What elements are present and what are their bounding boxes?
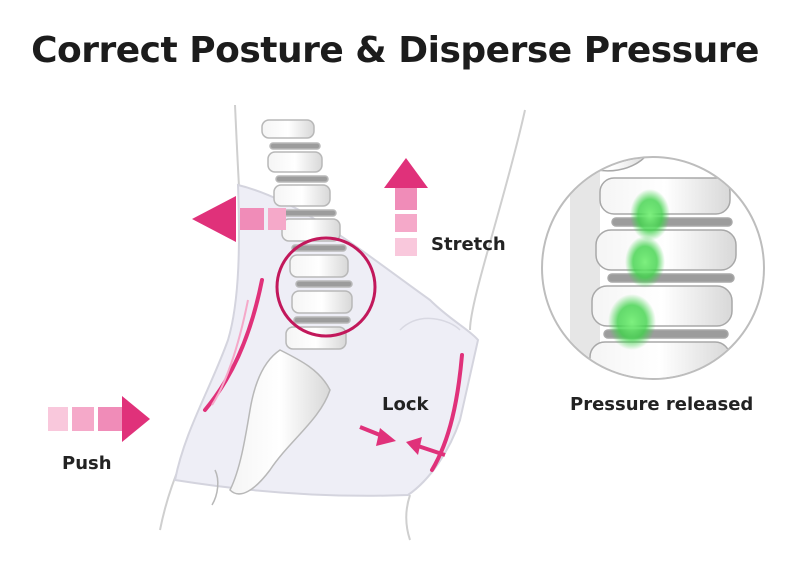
label-stretch: Stretch xyxy=(431,234,506,255)
relief-glow xyxy=(608,189,670,350)
arrow-push-icon xyxy=(48,396,150,442)
magnified-spine xyxy=(541,156,765,380)
brace-curve-right xyxy=(430,353,464,472)
lock-arrows-icon xyxy=(359,425,446,457)
label-push: Push xyxy=(62,453,112,474)
page-title: Correct Posture & Disperse Pressure xyxy=(31,30,759,71)
brace-curve-left xyxy=(203,278,264,412)
label-pressure-released: Pressure released xyxy=(570,394,754,415)
brace-curve-left-2 xyxy=(211,299,249,406)
arrow-up-icon xyxy=(384,158,428,256)
pressure-zone-circle xyxy=(275,236,377,338)
arrow-left-icon xyxy=(192,196,286,242)
lumbar-spine xyxy=(211,119,353,506)
label-lock: Lock xyxy=(382,394,429,415)
